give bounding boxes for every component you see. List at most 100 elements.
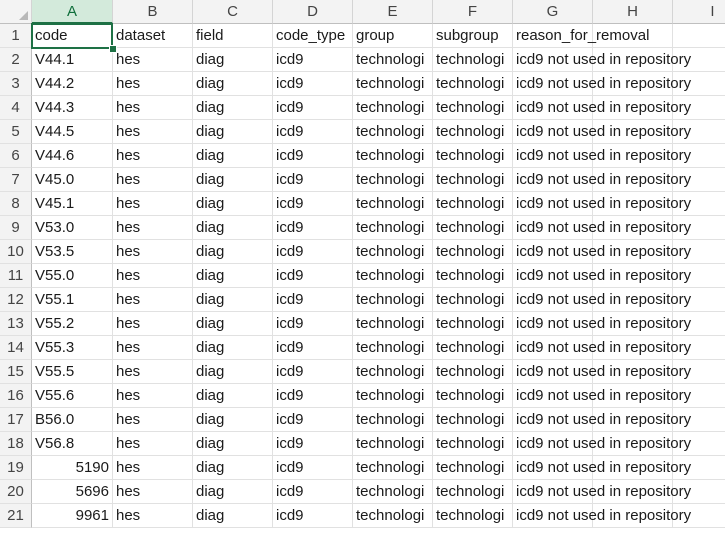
empty-cell[interactable] <box>593 432 673 456</box>
cell-dataset[interactable]: hes <box>113 432 193 456</box>
cell-header-reason-for-removal[interactable]: reason_for_removal <box>513 24 649 48</box>
empty-cell[interactable] <box>593 216 673 240</box>
cell-reason[interactable]: icd9 not used in repository <box>513 288 691 312</box>
cell-group[interactable]: technologi <box>353 360 433 384</box>
row-header-18[interactable]: 18 <box>0 432 32 456</box>
cell-reason[interactable]: icd9 not used in repository <box>513 168 691 192</box>
empty-cell[interactable] <box>673 360 725 384</box>
cell-subgroup[interactable]: technologi <box>433 120 513 144</box>
cell-code-type[interactable]: icd9 <box>273 480 353 504</box>
cell-code-type[interactable]: icd9 <box>273 336 353 360</box>
cell-field[interactable]: diag <box>193 456 273 480</box>
cell-field[interactable]: diag <box>193 384 273 408</box>
cell-reason[interactable]: icd9 not used in repository <box>513 480 691 504</box>
row-header-6[interactable]: 6 <box>0 144 32 168</box>
cell-code-type[interactable]: icd9 <box>273 72 353 96</box>
cell-code[interactable]: V55.6 <box>32 384 113 408</box>
cell-group[interactable]: technologi <box>353 240 433 264</box>
cell-header-subgroup[interactable]: subgroup <box>433 24 513 48</box>
column-header-b[interactable]: B <box>113 0 193 24</box>
empty-cell[interactable] <box>593 96 673 120</box>
cell-dataset[interactable]: hes <box>113 480 193 504</box>
cell-code-type[interactable]: icd9 <box>273 504 353 528</box>
empty-cell[interactable] <box>593 408 673 432</box>
cell-reason[interactable]: icd9 not used in repository <box>513 72 691 96</box>
empty-cell[interactable] <box>593 72 673 96</box>
column-header-d[interactable]: D <box>273 0 353 24</box>
column-header-c[interactable]: C <box>193 0 273 24</box>
cell-header-code-type[interactable]: code_type <box>273 24 353 48</box>
cell-group[interactable]: technologi <box>353 432 433 456</box>
empty-cell[interactable] <box>593 48 673 72</box>
cell-subgroup[interactable]: technologi <box>433 360 513 384</box>
cell-group[interactable]: technologi <box>353 336 433 360</box>
cell-reason[interactable]: icd9 not used in repository <box>513 432 691 456</box>
cell-reason[interactable]: icd9 not used in repository <box>513 384 691 408</box>
cell-field[interactable]: diag <box>193 504 273 528</box>
cell-group[interactable]: technologi <box>353 264 433 288</box>
row-header-7[interactable]: 7 <box>0 168 32 192</box>
cell-code-type[interactable]: icd9 <box>273 264 353 288</box>
cell-field[interactable]: diag <box>193 96 273 120</box>
cell-code[interactable]: V44.1 <box>32 48 113 72</box>
empty-cell[interactable] <box>673 384 725 408</box>
row-header-10[interactable]: 10 <box>0 240 32 264</box>
cell-group[interactable]: technologi <box>353 72 433 96</box>
empty-cell[interactable] <box>593 264 673 288</box>
row-header-20[interactable]: 20 <box>0 480 32 504</box>
cell-code-type[interactable]: icd9 <box>273 192 353 216</box>
cell-group[interactable]: technologi <box>353 456 433 480</box>
cell-subgroup[interactable]: technologi <box>433 240 513 264</box>
cell-field[interactable]: diag <box>193 144 273 168</box>
empty-cell[interactable] <box>673 216 725 240</box>
cell-dataset[interactable]: hes <box>113 240 193 264</box>
cell-dataset[interactable]: hes <box>113 504 193 528</box>
row-header-16[interactable]: 16 <box>0 384 32 408</box>
cell-code[interactable]: V55.1 <box>32 288 113 312</box>
empty-cell[interactable] <box>673 408 725 432</box>
cell-subgroup[interactable]: technologi <box>433 144 513 168</box>
cell-field[interactable]: diag <box>193 408 273 432</box>
cell-dataset[interactable]: hes <box>113 72 193 96</box>
cell-group[interactable]: technologi <box>353 144 433 168</box>
empty-cell[interactable] <box>673 288 725 312</box>
cell-subgroup[interactable]: technologi <box>433 336 513 360</box>
empty-cell[interactable] <box>593 288 673 312</box>
empty-cell[interactable] <box>673 432 725 456</box>
cell-subgroup[interactable]: technologi <box>433 96 513 120</box>
cell-reason[interactable]: icd9 not used in repository <box>513 120 691 144</box>
cell-dataset[interactable]: hes <box>113 336 193 360</box>
cell-dataset[interactable]: hes <box>113 360 193 384</box>
cell-header-code[interactable]: code <box>32 24 113 48</box>
empty-cell[interactable] <box>593 120 673 144</box>
cell-dataset[interactable]: hes <box>113 144 193 168</box>
cell-subgroup[interactable]: technologi <box>433 48 513 72</box>
cell-subgroup[interactable]: technologi <box>433 216 513 240</box>
cell-field[interactable]: diag <box>193 336 273 360</box>
column-header-e[interactable]: E <box>353 0 433 24</box>
empty-cell[interactable] <box>673 480 725 504</box>
empty-cell[interactable] <box>593 24 673 48</box>
cell-code[interactable]: V55.0 <box>32 264 113 288</box>
cell-code-type[interactable]: icd9 <box>273 120 353 144</box>
cell-code[interactable]: V55.3 <box>32 336 113 360</box>
row-header-13[interactable]: 13 <box>0 312 32 336</box>
empty-cell[interactable] <box>593 240 673 264</box>
cell-group[interactable]: technologi <box>353 408 433 432</box>
cell-field[interactable]: diag <box>193 264 273 288</box>
cell-subgroup[interactable]: technologi <box>433 288 513 312</box>
empty-cell[interactable] <box>673 144 725 168</box>
cell-code[interactable]: V53.0 <box>32 216 113 240</box>
cell-group[interactable]: technologi <box>353 384 433 408</box>
row-header-12[interactable]: 12 <box>0 288 32 312</box>
row-header-2[interactable]: 2 <box>0 48 32 72</box>
cell-reason[interactable]: icd9 not used in repository <box>513 48 691 72</box>
empty-cell[interactable] <box>673 240 725 264</box>
fill-handle[interactable] <box>109 45 117 53</box>
cell-reason[interactable]: icd9 not used in repository <box>513 264 691 288</box>
cell-code[interactable]: V55.5 <box>32 360 113 384</box>
cell-dataset[interactable]: hes <box>113 456 193 480</box>
empty-cell[interactable] <box>593 456 673 480</box>
cell-group[interactable]: technologi <box>353 288 433 312</box>
cell-code[interactable]: 5190 <box>32 456 113 480</box>
